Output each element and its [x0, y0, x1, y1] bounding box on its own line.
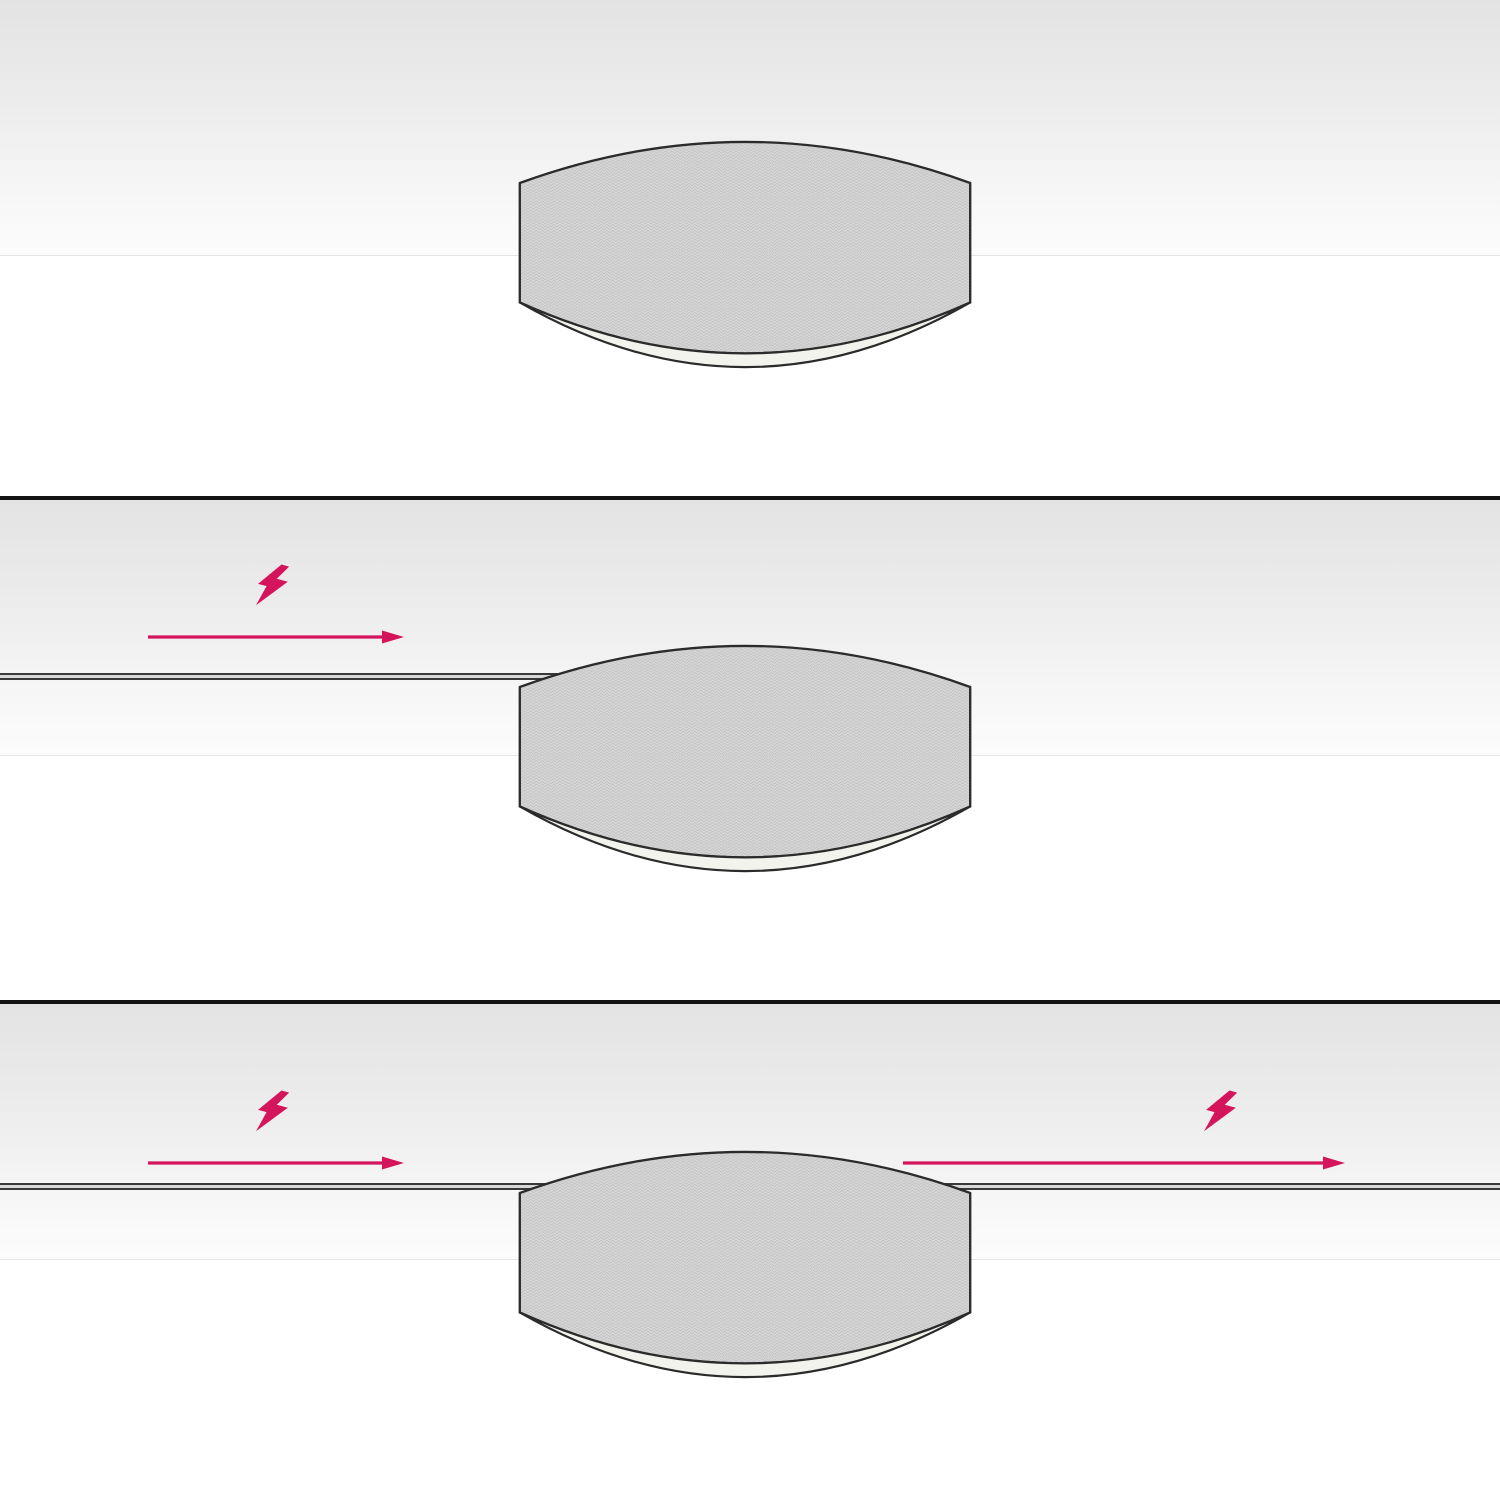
bolt-shape	[1203, 1090, 1238, 1132]
panel-lamp-cable-through	[0, 1004, 1500, 1500]
arrow-head	[382, 630, 404, 644]
panel-lamp-no-cable	[0, 0, 1500, 496]
lamp-shade-body	[518, 140, 972, 355]
drum-ceiling-lamp	[518, 1150, 972, 1379]
lightning-bolt-icon	[255, 1090, 290, 1132]
drum-ceiling-lamp	[518, 140, 972, 369]
lamp-diffuser-rim	[518, 1311, 972, 1379]
current-flow-arrow-right-icon	[148, 630, 404, 644]
lightning-bolt-icon	[1203, 1090, 1238, 1132]
lamp-diffuser-rim	[518, 805, 972, 873]
bolt-shape	[255, 1090, 290, 1132]
bolt-shape	[255, 564, 290, 606]
power-cable-left	[0, 673, 600, 680]
lamp-diffuser-rim	[518, 301, 972, 369]
lightning-bolt-icon	[255, 564, 290, 606]
drum-ceiling-lamp	[518, 644, 972, 873]
panel-divider	[0, 496, 1500, 500]
current-flow-arrow-right-icon	[903, 1156, 1345, 1170]
current-flow-arrow-right-icon	[148, 1156, 404, 1170]
lamp-shade-body	[518, 644, 972, 859]
arrow-head	[382, 1156, 404, 1170]
arrow-head	[1323, 1156, 1345, 1170]
lamp-shade-body	[518, 1150, 972, 1365]
panel-divider	[0, 1000, 1500, 1004]
panel-lamp-cable-left	[0, 500, 1500, 1000]
